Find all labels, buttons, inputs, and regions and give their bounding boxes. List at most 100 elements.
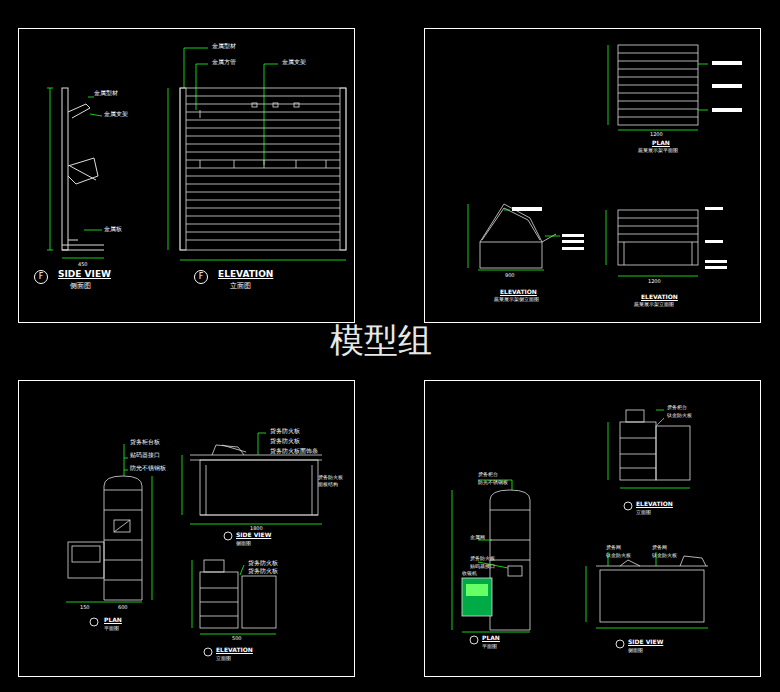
drawing-stroke	[186, 216, 340, 217]
drawing-label: 防光不锈钢板	[130, 465, 166, 472]
drawing-stroke	[240, 565, 244, 575]
drawing-stroke	[264, 64, 265, 165]
drawing-label: 货务防火板	[318, 475, 343, 481]
drawing-stroke	[186, 104, 340, 105]
drawing-stroke	[340, 88, 346, 250]
drawing-stroke	[425, 381, 761, 677]
drawing-label: 防光不锈钢板	[478, 480, 508, 486]
drawing-stroke	[618, 77, 698, 78]
drawing-label: 货务柜台板	[130, 439, 160, 446]
drawing-stroke	[222, 445, 246, 452]
drawing-stroke	[624, 502, 632, 510]
drawing-stroke	[512, 480, 513, 490]
drawing-stroke	[124, 458, 128, 459]
drawing-stroke	[620, 560, 640, 566]
drawing-stroke	[698, 64, 708, 65]
drawing-stroke	[186, 192, 340, 193]
drawing-stroke	[180, 260, 346, 261]
drawing-stroke	[618, 101, 698, 102]
drawing-stroke	[200, 572, 238, 628]
drawing-stroke	[88, 97, 94, 98]
drawing-label: 900	[505, 273, 515, 279]
drawing-stroke	[196, 64, 208, 65]
drawing-stroke	[618, 93, 698, 94]
drawing-label: 侧面图	[628, 648, 643, 654]
drawing-stroke	[712, 61, 742, 65]
drawing-stroke	[90, 114, 102, 116]
drawing-stroke	[190, 455, 322, 456]
drawing-label: 1200	[648, 279, 661, 285]
drawing-label: 450	[78, 262, 88, 268]
drawing-label: 收银机	[462, 571, 477, 577]
drawing-label: 面板结构	[318, 482, 338, 488]
drawing-label: 货务防火板面饰条	[270, 448, 318, 455]
drawing-label: 钛金防火板	[652, 553, 677, 559]
watermark: 模型组	[330, 322, 432, 359]
drawing-label: PLAN	[652, 140, 670, 147]
drawing-stroke	[90, 618, 98, 626]
drawing-stroke	[182, 455, 183, 515]
drawing-stroke	[512, 207, 542, 211]
drawing-stroke	[480, 242, 542, 268]
drawing-label: 金属板	[104, 226, 122, 233]
drawing-stroke	[186, 224, 340, 225]
drawing-stroke	[186, 152, 340, 153]
drawing-stroke	[618, 130, 698, 131]
drawing-stroke	[234, 160, 235, 168]
drawing-label: 货务柜台	[478, 472, 498, 478]
drawing-label: 金属支架	[282, 59, 306, 66]
drawing-stroke	[545, 236, 560, 237]
panel-frames	[19, 29, 761, 677]
drawing-label: 货务防火板	[270, 428, 300, 435]
drawing-label: ELEVATION	[500, 289, 537, 296]
drawing-stroke	[68, 158, 98, 184]
drawing-stroke	[618, 109, 698, 110]
drawing-label: 立面图	[230, 283, 251, 291]
drawing-stroke	[490, 540, 530, 541]
drawing-stroke	[425, 29, 761, 323]
drawing-label: ELEVATION	[641, 294, 678, 301]
drawing-stroke	[618, 210, 698, 265]
drawing-stroke	[186, 232, 340, 233]
dimension-lines-4	[452, 410, 708, 632]
drawing-stroke	[184, 48, 208, 49]
drawing-stroke	[608, 422, 609, 480]
drawing-stroke	[618, 276, 698, 277]
vegetable-rack	[480, 45, 698, 268]
cash-register	[462, 578, 492, 616]
drawing-stroke	[192, 560, 193, 628]
checkout-counter-2	[490, 410, 708, 630]
view-letter: F	[199, 273, 204, 281]
drawing-label: 平面图	[482, 644, 497, 650]
redacted-bars	[512, 61, 742, 269]
view-marker-circle: F	[34, 270, 48, 284]
drawing-stroke	[624, 242, 625, 265]
drawing-stroke	[190, 460, 322, 461]
drawing-stroke	[104, 510, 142, 511]
drawing-stroke	[562, 247, 584, 250]
drawing-stroke	[206, 465, 207, 515]
drawing-stroke	[618, 226, 698, 227]
drawing-stroke	[273, 103, 278, 107]
callout-circles	[90, 502, 632, 656]
drawing-stroke	[504, 210, 510, 211]
drawing-stroke	[124, 444, 125, 476]
elevation-rack	[180, 88, 346, 250]
drawing-label: 贴码器接口	[130, 452, 160, 459]
drawing-stroke	[542, 234, 556, 242]
drawing-label: 金属网	[470, 535, 485, 541]
drawing-stroke	[114, 520, 130, 532]
drawing-stroke	[482, 208, 540, 240]
drawing-stroke	[168, 88, 169, 250]
drawing-stroke	[184, 48, 185, 88]
side-view-rack	[62, 88, 104, 250]
drawing-stroke	[294, 103, 299, 107]
drawing-stroke	[104, 476, 142, 600]
drawing-stroke	[200, 515, 318, 516]
drawing-stroke	[470, 636, 478, 644]
drawing-stroke	[84, 230, 102, 231]
drawing-stroke	[618, 85, 698, 86]
drawing-stroke	[200, 460, 318, 515]
drawing-stroke	[186, 200, 340, 201]
drawing-stroke	[618, 117, 698, 118]
